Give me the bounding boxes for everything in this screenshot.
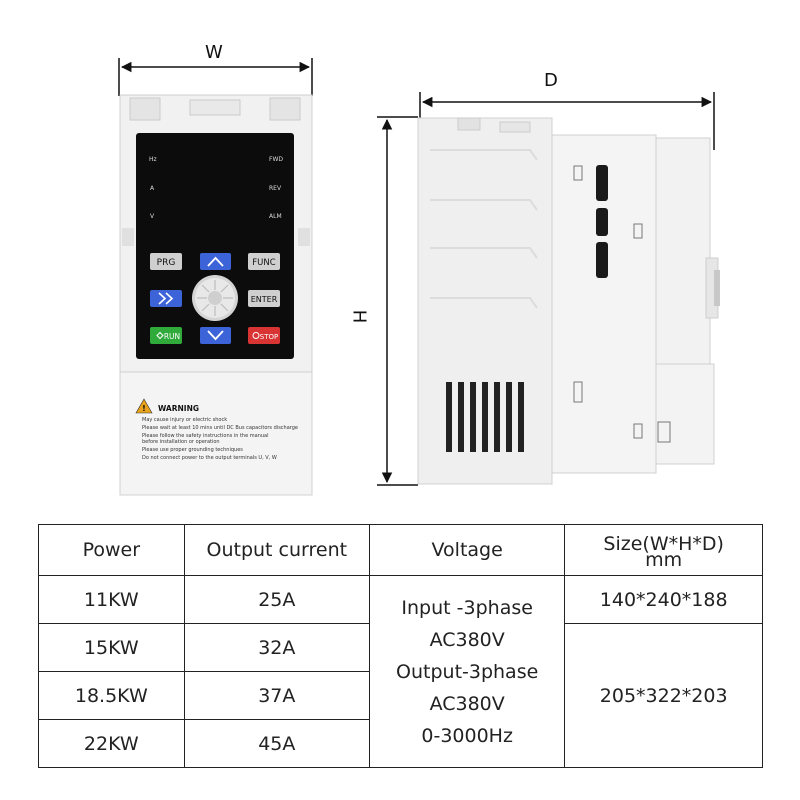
warning-line: Do not connect power to the output termi…: [142, 455, 277, 461]
depth-dimension: [419, 92, 715, 150]
warning-line: Please wait at least 10 mins until DC Bu…: [142, 425, 298, 431]
warning-label: ! WARNING May cause injury or electric s…: [135, 398, 298, 461]
voltage-line: Output-3phase: [396, 660, 539, 683]
enter-button[interactable]: [248, 290, 280, 307]
cell-current: 32A: [183, 623, 370, 672]
side-view: [417, 117, 720, 485]
table-row: 22KW 45A: [38, 719, 763, 768]
run-button-label: RUN: [164, 332, 180, 341]
table-row: 15KW 32A 205*322*203: [38, 623, 763, 768]
svg-text:!: !: [142, 404, 146, 413]
stop-button-label: STOP: [260, 333, 278, 341]
width-dimension: [118, 58, 313, 96]
prg-button[interactable]: [150, 253, 182, 270]
cell-power: 11KW: [38, 575, 185, 624]
cell-power: 22KW: [38, 719, 185, 768]
run-icon: [156, 331, 164, 340]
double-chevron-right-icon: [158, 292, 174, 305]
potentiometer-knob[interactable]: [192, 275, 238, 321]
indicator-a: A: [150, 185, 155, 192]
cell-power: 15KW: [38, 623, 185, 672]
table-row: 11KW 25A Input -3phase AC380V Output-3ph…: [38, 575, 763, 768]
product-illustration: Hz A V FWD REV ALM PRG FUNC: [118, 58, 720, 496]
stop-button[interactable]: [248, 327, 280, 344]
warning-triangle-icon: [135, 398, 153, 414]
enter-button-label: ENTER: [251, 295, 278, 304]
spec-table: Power Output current Voltage Size(W*H*D)…: [38, 524, 763, 768]
indicator-v: V: [150, 213, 155, 220]
warning-line: May cause injury or electric shock: [142, 417, 227, 423]
table-header-row: Power Output current Voltage Size(W*H*D)…: [38, 524, 763, 576]
front-view: Hz A V FWD REV ALM PRG FUNC: [119, 94, 313, 496]
cell-power: 18.5KW: [38, 671, 185, 720]
down-button[interactable]: [200, 327, 231, 344]
run-button[interactable]: [150, 327, 182, 344]
header-size-line2: mm: [645, 549, 683, 571]
warning-line: Please use proper grounding techniques: [142, 447, 243, 453]
height-dimension: [377, 116, 418, 486]
depth-label: D: [544, 70, 558, 91]
indicator-fwd: FWD: [269, 156, 283, 163]
voltage-line: Input -3phase: [401, 596, 533, 619]
table-row: 18.5KW 37A: [38, 671, 763, 720]
voltage-line: 0-3000Hz: [421, 724, 513, 747]
warning-title: WARNING: [158, 404, 199, 413]
width-label: W: [205, 42, 223, 63]
func-button-label: FUNC: [252, 258, 275, 268]
indicator-alm: ALM: [269, 213, 282, 220]
cell-size-small: 140*240*188: [564, 575, 763, 624]
warning-line: before installation or operation: [142, 439, 220, 445]
down-arrow-icon: [207, 330, 224, 341]
cell-current: 37A: [183, 671, 370, 720]
cell-current: 25A: [183, 575, 370, 624]
header-size: Size(W*H*D) mm: [564, 524, 763, 576]
up-arrow-icon: [207, 256, 224, 267]
indicator-hz: Hz: [149, 156, 157, 163]
header-power: Power: [38, 524, 185, 576]
keypad-panel: [136, 133, 294, 359]
height-label: H: [348, 309, 370, 324]
stop-icon: [252, 332, 260, 339]
prg-button-label: PRG: [157, 258, 176, 268]
header-voltage: Voltage: [368, 524, 566, 576]
voltage-line: AC380V: [429, 692, 505, 715]
header-output-current: Output current: [183, 524, 370, 576]
warning-line: Please follow the safety instructions in…: [142, 433, 269, 439]
func-button[interactable]: [248, 253, 280, 270]
cell-current: 45A: [183, 719, 370, 768]
cell-size-large: 205*322*203: [564, 623, 763, 768]
up-button[interactable]: [200, 253, 231, 270]
indicator-rev: REV: [269, 185, 282, 192]
cell-voltage: Input -3phase AC380V Output-3phase AC380…: [368, 575, 566, 768]
voltage-line: AC380V: [429, 628, 505, 651]
header-size-line1: Size(W*H*D): [603, 533, 724, 555]
